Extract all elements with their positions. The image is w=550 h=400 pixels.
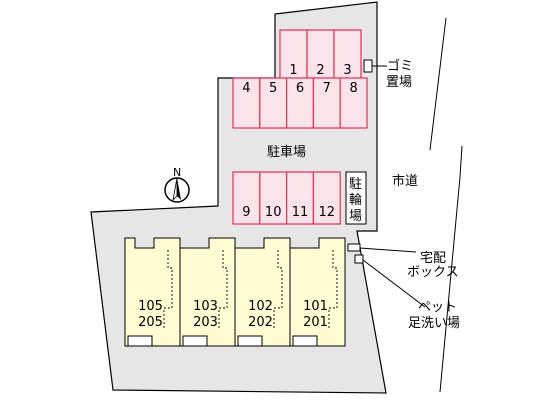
parking-space-number: 10 xyxy=(265,205,282,220)
parking-space xyxy=(232,171,261,225)
parking-space xyxy=(339,77,368,129)
bicycle-label-1: 駐 xyxy=(349,177,362,192)
pet-wash-label-2: 足洗い場 xyxy=(408,316,460,331)
unit-number-upper: 203 xyxy=(193,315,218,330)
road-edge-line xyxy=(439,145,463,393)
parking-row-top: 1 2 3 xyxy=(279,29,362,81)
parking-space-number: 2 xyxy=(316,63,324,78)
unit-partition-line xyxy=(218,250,228,330)
delivery-label-1: 宅配 xyxy=(420,251,446,266)
unit-entrance-step xyxy=(182,335,208,347)
parking-space xyxy=(259,77,288,129)
garbage-area-marker xyxy=(363,59,373,73)
parking-space xyxy=(286,171,315,225)
unit-partition-line xyxy=(163,250,173,330)
unit-partition-line xyxy=(328,250,338,330)
bicycle-label-3: 場 xyxy=(349,209,362,224)
garbage-label-2: 置場 xyxy=(386,75,412,90)
road-label: 市道 xyxy=(392,173,418,189)
parking-space-number: 4 xyxy=(242,81,250,96)
parking-space-number: 12 xyxy=(319,205,336,220)
parking-space xyxy=(279,29,308,81)
parking-space-number: 11 xyxy=(292,205,309,220)
parking-space xyxy=(312,77,341,129)
parking-space-number: 7 xyxy=(323,81,331,96)
delivery-box-marker xyxy=(347,243,361,252)
parking-space-number: 9 xyxy=(242,205,250,220)
delivery-label-2: ボックス xyxy=(407,265,459,280)
unit-number-ground: 102 xyxy=(248,299,273,314)
delivery-leader-line xyxy=(359,247,417,253)
garbage-label-1: ゴミ xyxy=(387,58,413,74)
parking-space-number: 3 xyxy=(343,63,351,78)
parking-space xyxy=(312,171,341,225)
pet-wash-leader-line xyxy=(362,259,426,308)
unit-number-upper: 205 xyxy=(138,315,163,330)
unit-entrance-step xyxy=(237,335,263,347)
parking-space-number: 1 xyxy=(289,63,297,78)
compass-north-letter: N xyxy=(173,166,181,179)
parking-label: 駐車場 xyxy=(267,145,306,160)
unit-number-ground: 103 xyxy=(193,299,218,314)
unit-entrance-step xyxy=(292,335,318,347)
unit-number-ground: 101 xyxy=(303,299,328,314)
unit-entrance-step xyxy=(127,335,153,347)
parking-space xyxy=(333,29,362,81)
unit-number-ground: 105 xyxy=(138,299,163,314)
parking-space xyxy=(232,77,261,129)
parking-space-number: 8 xyxy=(349,81,357,96)
road-edge-line xyxy=(429,17,447,151)
unit-partition-line xyxy=(273,250,283,330)
parking-space-number: 5 xyxy=(269,81,277,96)
bicycle-label-2: 輪 xyxy=(349,192,362,208)
pet-wash-label-1: ペット xyxy=(418,300,457,315)
parking-space xyxy=(286,77,315,129)
parking-row-bottom: 9 10 11 12 xyxy=(232,171,341,225)
unit-number-upper: 202 xyxy=(248,315,273,330)
north-compass-icon: N xyxy=(164,166,190,203)
unit-number-upper: 201 xyxy=(303,315,328,330)
parking-space-number: 6 xyxy=(296,81,304,96)
bicycle-parking xyxy=(345,171,367,225)
pet-wash-marker xyxy=(354,254,364,264)
parking-row-middle: 4 5 6 7 8 xyxy=(232,77,368,129)
